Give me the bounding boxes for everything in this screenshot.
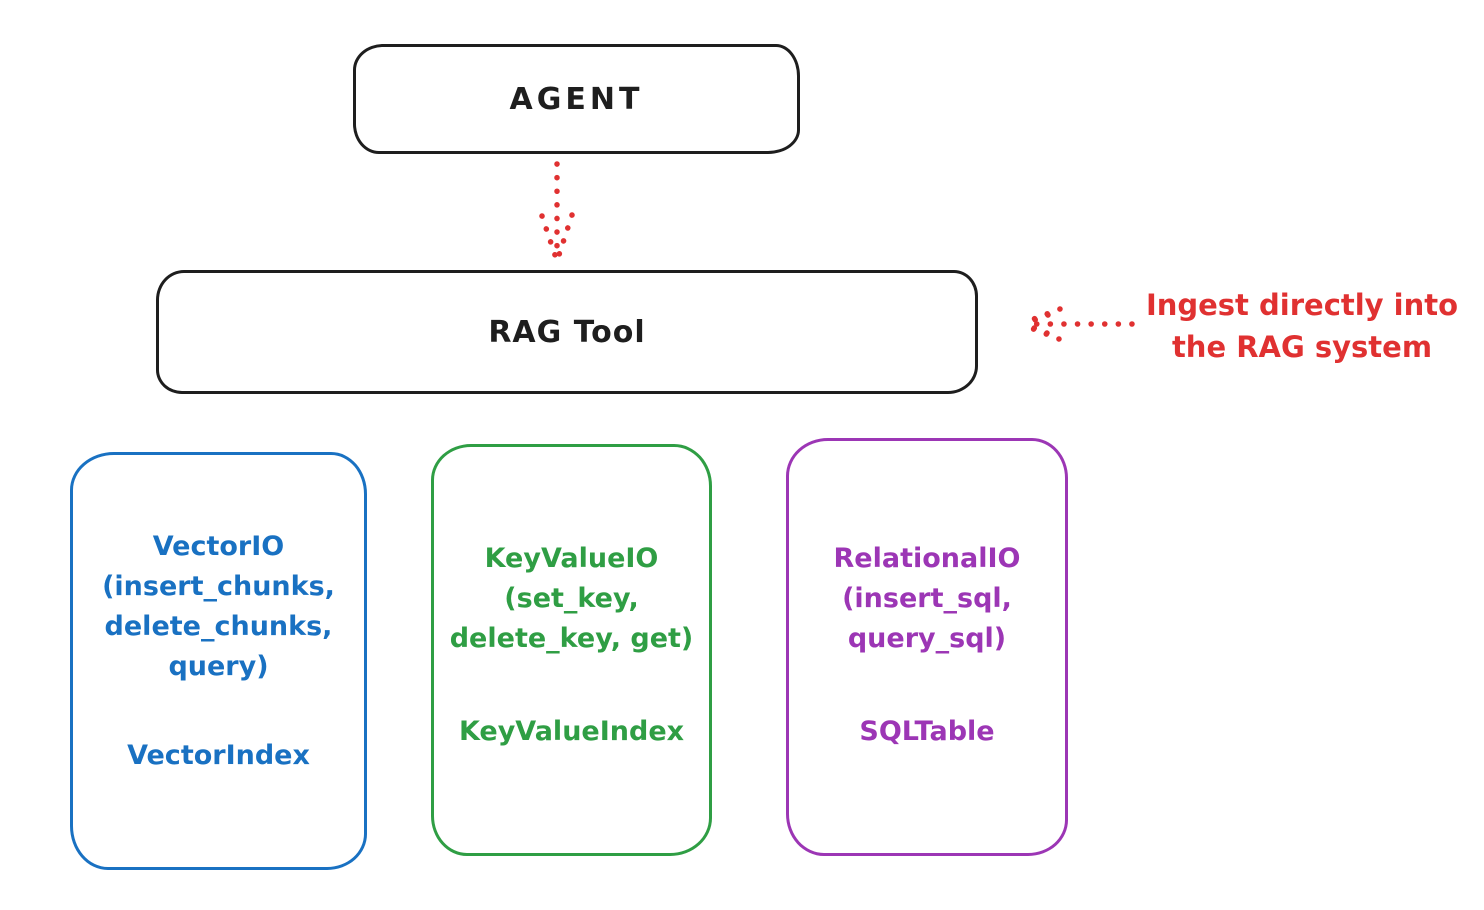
arrowhead-left-wing — [539, 213, 559, 261]
relational-io-methods-line2: query_sql) — [847, 623, 1007, 654]
agent-to-rag-arrow — [539, 161, 575, 261]
agent-box: AGENT — [353, 44, 800, 154]
arrowhead-bottom-inner — [1021, 321, 1050, 336]
keyvalue-io-methods-line1: (set_key, — [504, 583, 639, 614]
arrowhead-top-inner — [1021, 312, 1051, 327]
rag-tool-box: RAG Tool — [156, 270, 978, 394]
arrowhead-right-wing — [555, 212, 575, 261]
keyvalue-io-title: KeyValueIO — [484, 543, 659, 574]
relational-io-title: RelationalIO — [833, 543, 1021, 574]
keyvalue-io-methods-line2: delete_key, get) — [449, 623, 694, 654]
relational-io-methods-line1: (insert_sql, — [842, 583, 1012, 614]
annotation-to-rag-arrow — [1020, 306, 1135, 342]
rag-tool-label: RAG Tool — [488, 314, 646, 350]
vector-io-methods-line1: (insert_chunks, — [102, 571, 335, 602]
sql-table-label: SQLTable — [859, 716, 995, 747]
ingest-annotation-line2: the RAG system — [1171, 330, 1433, 364]
relational-io-box: RelationalIO (insert_sql, query_sql) SQL… — [786, 438, 1068, 856]
ingest-annotation-line1: Ingest directly into — [1145, 288, 1459, 322]
agent-label: AGENT — [509, 81, 644, 117]
keyvalue-io-box: KeyValueIO (set_key, delete_key, get) Ke… — [431, 444, 712, 856]
arrowhead-top-wing — [1020, 306, 1063, 326]
vector-io-title: VectorIO — [152, 531, 285, 562]
vector-io-box: VectorIO (insert_chunks, delete_chunks, … — [70, 452, 367, 870]
arrowhead-bottom-wing — [1020, 322, 1062, 342]
vector-index-label: VectorIndex — [127, 740, 310, 771]
keyvalue-index-label: KeyValueIndex — [458, 716, 685, 747]
ingest-annotation: Ingest directly into the RAG system — [1135, 284, 1469, 368]
vector-io-methods-line3: query) — [168, 651, 269, 682]
vector-io-methods-line2: delete_chunks, — [104, 611, 333, 642]
